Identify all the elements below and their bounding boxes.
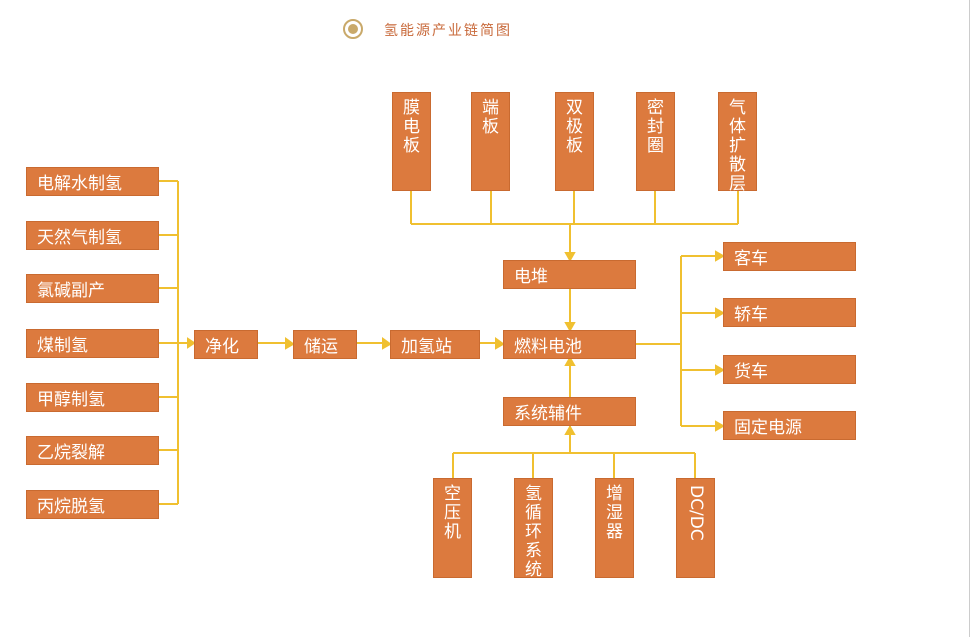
fuel-cell-box: 燃料电池 bbox=[503, 330, 636, 359]
source-natural-gas: 天然气制氢 bbox=[26, 221, 159, 250]
diagram-title: 氢能源产业链简图 bbox=[384, 23, 512, 39]
source-ethane: 乙烷裂解 bbox=[26, 436, 159, 465]
source-electrolysis: 电解水制氢 bbox=[26, 167, 159, 196]
page-edge bbox=[969, 0, 970, 637]
source-methanol: 甲醇制氢 bbox=[26, 383, 159, 412]
purification-box: 净化 bbox=[194, 330, 258, 359]
stack-part-gas-diffusion-layer: 气体扩散层 bbox=[718, 92, 757, 194]
aux-system-box: 系统辅件 bbox=[503, 397, 636, 426]
app-truck: 货车 bbox=[723, 355, 856, 384]
app-stationary-power: 固定电源 bbox=[723, 411, 856, 440]
aux-part-air-compressor: 空压机 bbox=[433, 478, 472, 578]
source-coal: 煤制氢 bbox=[26, 329, 159, 358]
storage-transport-box: 储运 bbox=[293, 330, 357, 359]
stack-box: 电堆 bbox=[503, 260, 636, 289]
aux-part-dcdc: DC/DC bbox=[676, 478, 715, 578]
aux-part-hydrogen-recirculation: 氢循环系统 bbox=[514, 478, 553, 580]
stack-part-seal: 密封圈 bbox=[636, 92, 675, 191]
source-propane: 丙烷脱氢 bbox=[26, 490, 159, 519]
title-bullet-icon bbox=[343, 19, 363, 39]
stack-part-bipolar-plate: 双极板 bbox=[555, 92, 594, 191]
stack-part-end-plate: 端板 bbox=[471, 92, 510, 191]
app-bus: 客车 bbox=[723, 242, 856, 271]
refueling-station-box: 加氢站 bbox=[390, 330, 480, 359]
aux-part-humidifier: 增湿器 bbox=[595, 478, 634, 578]
stack-part-membrane: 膜电板 bbox=[392, 92, 431, 191]
source-chlor-alkali: 氯碱副产 bbox=[26, 274, 159, 303]
app-car: 轿车 bbox=[723, 298, 856, 327]
